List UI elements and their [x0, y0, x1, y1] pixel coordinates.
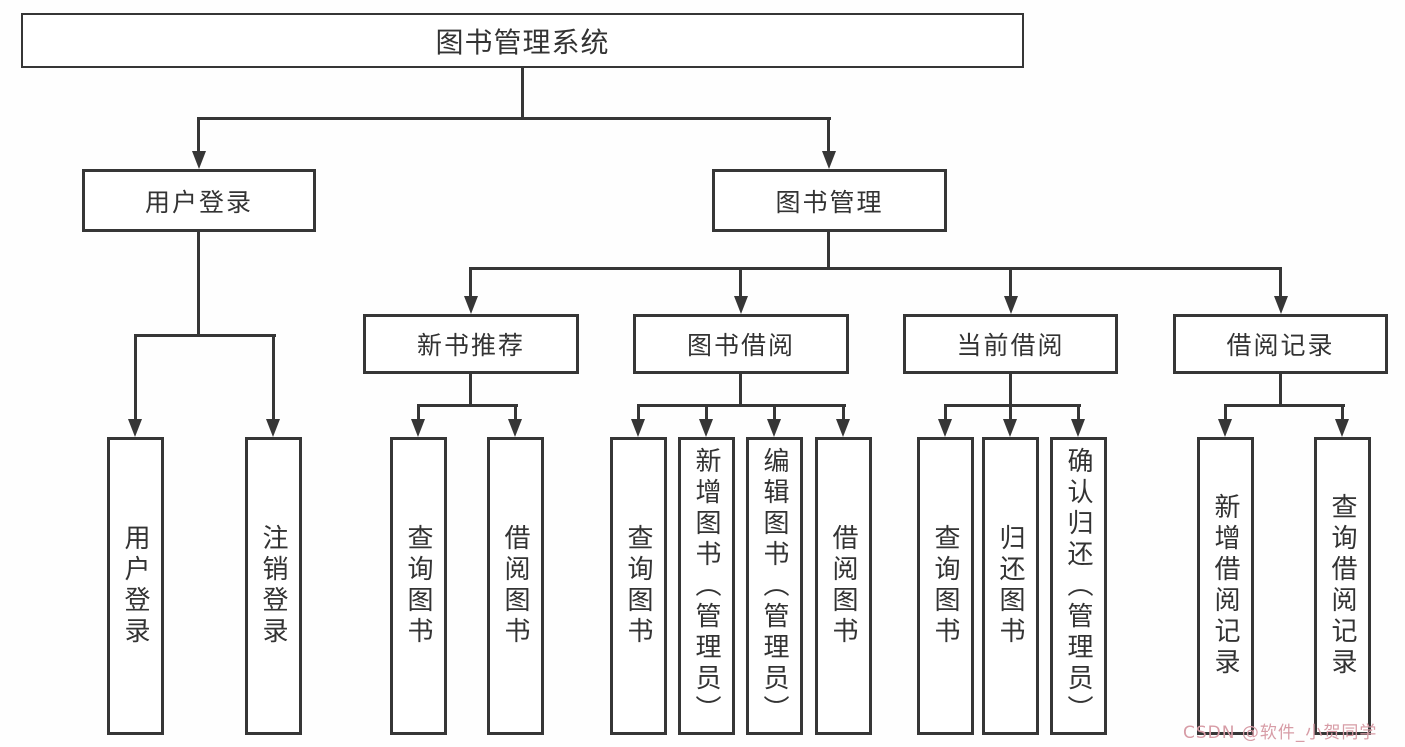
connector-leaf-stem	[1341, 404, 1344, 421]
connector-leaf-stem	[705, 404, 708, 421]
connector-login-stem	[197, 230, 200, 337]
arrow-down-icon	[508, 419, 522, 437]
connector-newbook-stem	[469, 372, 472, 407]
node-label: 编辑图书（管理员）	[759, 446, 789, 726]
node-label: 图书借阅	[686, 331, 795, 360]
leaf-borrow-books: 借阅图书	[815, 437, 872, 735]
node-label: 借阅图书	[500, 524, 530, 648]
leaf-query-books-borrowing: 查询图书	[610, 437, 667, 735]
connector-leaf-stem	[1077, 404, 1080, 421]
connector-to-book-mgmt	[827, 117, 830, 152]
arrow-down-icon	[734, 296, 748, 314]
leaf-edit-books-admin: 编辑图书（管理员）	[746, 437, 803, 735]
connector-borrowing-bus	[637, 404, 846, 407]
arrow-down-icon	[767, 419, 781, 437]
arrow-down-icon	[1003, 419, 1017, 437]
node-book-management: 图书管理	[712, 169, 947, 232]
connector-mgmt-stem	[827, 230, 830, 270]
node-root-system: 图书管理系统	[21, 13, 1024, 68]
node-current-borrowing: 当前借阅	[903, 314, 1118, 374]
node-label: 查询图书	[403, 524, 433, 648]
leaf-add-books-admin: 新增图书（管理员）	[678, 437, 735, 735]
leaf-add-borrow-record: 新增借阅记录	[1197, 437, 1254, 735]
node-label: 图书管理系统	[435, 25, 610, 59]
node-label: 用户登录	[120, 524, 150, 648]
connector-records-bus	[1224, 404, 1345, 407]
connector-leaf-stem	[417, 404, 420, 421]
arrow-down-icon	[1218, 419, 1232, 437]
arrow-down-icon	[1004, 296, 1018, 314]
connector-to-login-leaf	[134, 334, 137, 420]
node-label: 新书推荐	[416, 331, 525, 360]
connector-to-current	[1009, 267, 1012, 297]
connector-root-stem	[521, 66, 524, 120]
connector-root-bus	[197, 117, 831, 120]
leaf-logout: 注销登录	[245, 437, 302, 735]
leaf-borrow-books-recommend: 借阅图书	[487, 437, 544, 735]
arrow-down-icon	[464, 296, 478, 314]
arrow-down-icon	[192, 151, 206, 169]
leaf-query-borrow-record: 查询借阅记录	[1314, 437, 1371, 735]
leaf-user-login: 用户登录	[107, 437, 164, 735]
node-book-borrowing: 图书借阅	[633, 314, 849, 374]
connector-current-bus	[944, 404, 1081, 407]
leaf-return-books: 归还图书	[982, 437, 1039, 735]
node-label: 用户登录	[144, 187, 253, 217]
arrow-down-icon	[1071, 419, 1085, 437]
arrow-down-icon	[1274, 296, 1288, 314]
node-borrowing-records: 借阅记录	[1173, 314, 1388, 374]
connector-leaf-stem	[1224, 404, 1227, 421]
leaf-query-books-current: 查询图书	[917, 437, 974, 735]
connector-to-records	[1279, 267, 1282, 297]
connector-leaf-stem	[773, 404, 776, 421]
node-label: 查询借阅记录	[1327, 493, 1357, 679]
arrow-down-icon	[836, 419, 850, 437]
node-label: 注销登录	[258, 524, 288, 648]
connector-leaf-stem	[514, 404, 517, 421]
arrow-down-icon	[411, 419, 425, 437]
arrow-down-icon	[631, 419, 645, 437]
connector-leaf-stem	[842, 404, 845, 421]
connector-to-new-books	[469, 267, 472, 297]
connector-leaf-stem	[637, 404, 640, 421]
arrow-down-icon	[1335, 419, 1349, 437]
arrow-down-icon	[266, 419, 280, 437]
node-label: 借阅图书	[828, 524, 858, 648]
node-label: 当前借阅	[956, 331, 1065, 360]
connector-to-borrowing	[739, 267, 742, 297]
connector-leaf-stem	[1009, 404, 1012, 421]
node-label: 查询图书	[623, 524, 653, 648]
connector-newbook-bus	[417, 404, 518, 407]
node-label: 图书管理	[775, 187, 884, 217]
node-label: 新增借阅记录	[1210, 493, 1240, 679]
node-label: 查询图书	[930, 524, 960, 648]
node-label: 确认归还（管理员）	[1063, 446, 1093, 726]
connector-to-user-login	[197, 117, 200, 152]
node-label: 新增图书（管理员）	[691, 446, 721, 726]
leaf-query-books-recommend: 查询图书	[390, 437, 447, 735]
node-label: 归还图书	[995, 524, 1025, 648]
node-label: 借阅记录	[1226, 331, 1335, 360]
connector-mgmt-bus	[469, 267, 1282, 270]
connector-login-bus	[134, 334, 276, 337]
connector-leaf-stem	[944, 404, 947, 421]
connector-to-logout-leaf	[272, 334, 275, 420]
connector-current-stem	[1009, 372, 1012, 407]
node-user-login: 用户登录	[82, 169, 316, 232]
arrow-down-icon	[699, 419, 713, 437]
node-new-book-recommend: 新书推荐	[363, 314, 579, 374]
arrow-down-icon	[822, 151, 836, 169]
leaf-confirm-return-admin: 确认归还（管理员）	[1050, 437, 1107, 735]
connector-borrowing-stem	[739, 372, 742, 407]
arrow-down-icon	[128, 419, 142, 437]
arrow-down-icon	[938, 419, 952, 437]
csdn-watermark: CSDN @软件_小贺同学	[1183, 723, 1378, 743]
connector-records-stem	[1279, 372, 1282, 407]
